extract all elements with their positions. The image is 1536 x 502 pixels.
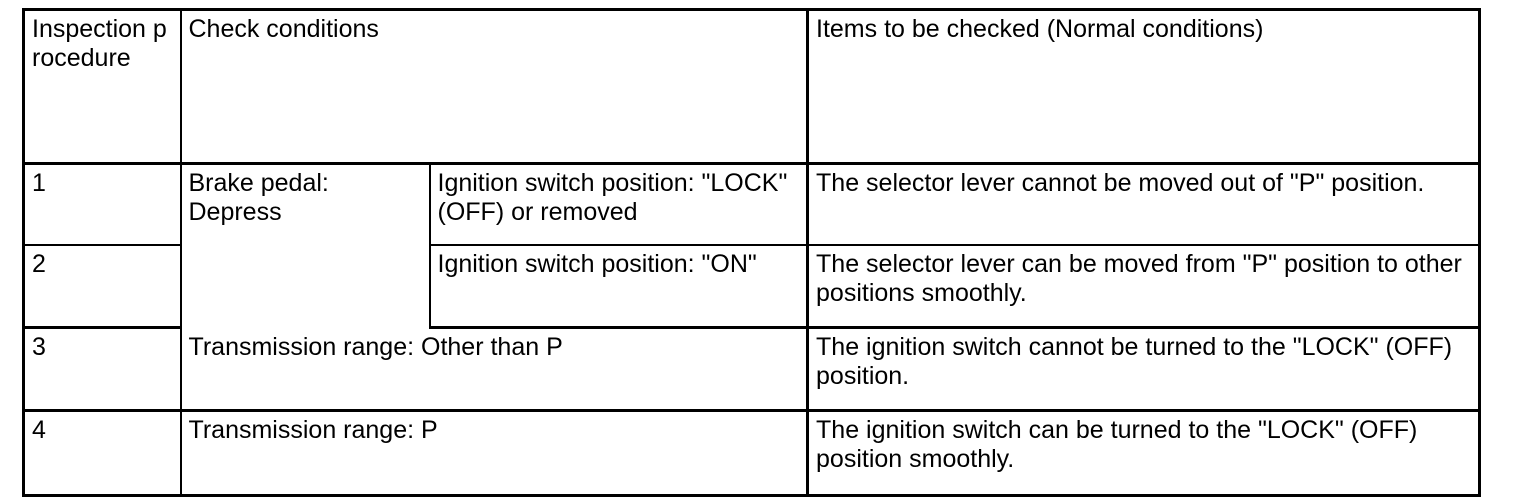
cell-procedure-number: 3 — [23, 327, 182, 412]
table-row: 3 Transmission range: Other than P The i… — [23, 327, 1480, 412]
cell-condition-secondary: Ignition switch position: "ON" — [429, 244, 810, 329]
cell-item-checked: The ignition switch cannot be turned to … — [807, 327, 1480, 412]
column-header-inspection-procedure: Inspection procedure — [23, 9, 182, 165]
cell-item-checked: The selector lever can be moved from "P"… — [807, 244, 1480, 329]
table-row: 1 Brake pedal: Depress Ignition switch p… — [23, 163, 1480, 328]
column-header-items-to-be-checked: Items to be checked (Normal conditions) — [807, 9, 1480, 165]
table-row: 4 Transmission range: P The ignition swi… — [23, 410, 1480, 496]
cell-procedure-number: 2 — [23, 244, 182, 329]
table-header-row: Inspection procedure Check conditions It… — [23, 9, 1480, 165]
table-header: Inspection procedure Check conditions It… — [23, 9, 1480, 165]
column-header-check-conditions: Check conditions — [180, 9, 810, 165]
cell-condition-primary: Transmission range: P — [180, 410, 810, 496]
table-body: 1 Brake pedal: Depress Ignition switch p… — [23, 163, 1480, 496]
cell-condition-primary: Transmission range: Other than P — [180, 327, 810, 412]
cell-item-checked: The selector lever cannot be moved out o… — [807, 163, 1480, 246]
inspection-procedure-table: Inspection procedure Check conditions It… — [22, 8, 1482, 497]
cell-condition-secondary: Ignition switch position: "LOCK" (OFF) o… — [429, 163, 810, 246]
cell-condition-primary: Brake pedal: Depress — [180, 163, 431, 328]
cell-procedure-number: 1 — [23, 163, 182, 246]
cell-procedure-number: 4 — [23, 410, 182, 496]
table-row: 2 Ignition switch position: "ON" The sel… — [23, 244, 1480, 329]
cell-item-checked: The ignition switch can be turned to the… — [816, 416, 1418, 474]
